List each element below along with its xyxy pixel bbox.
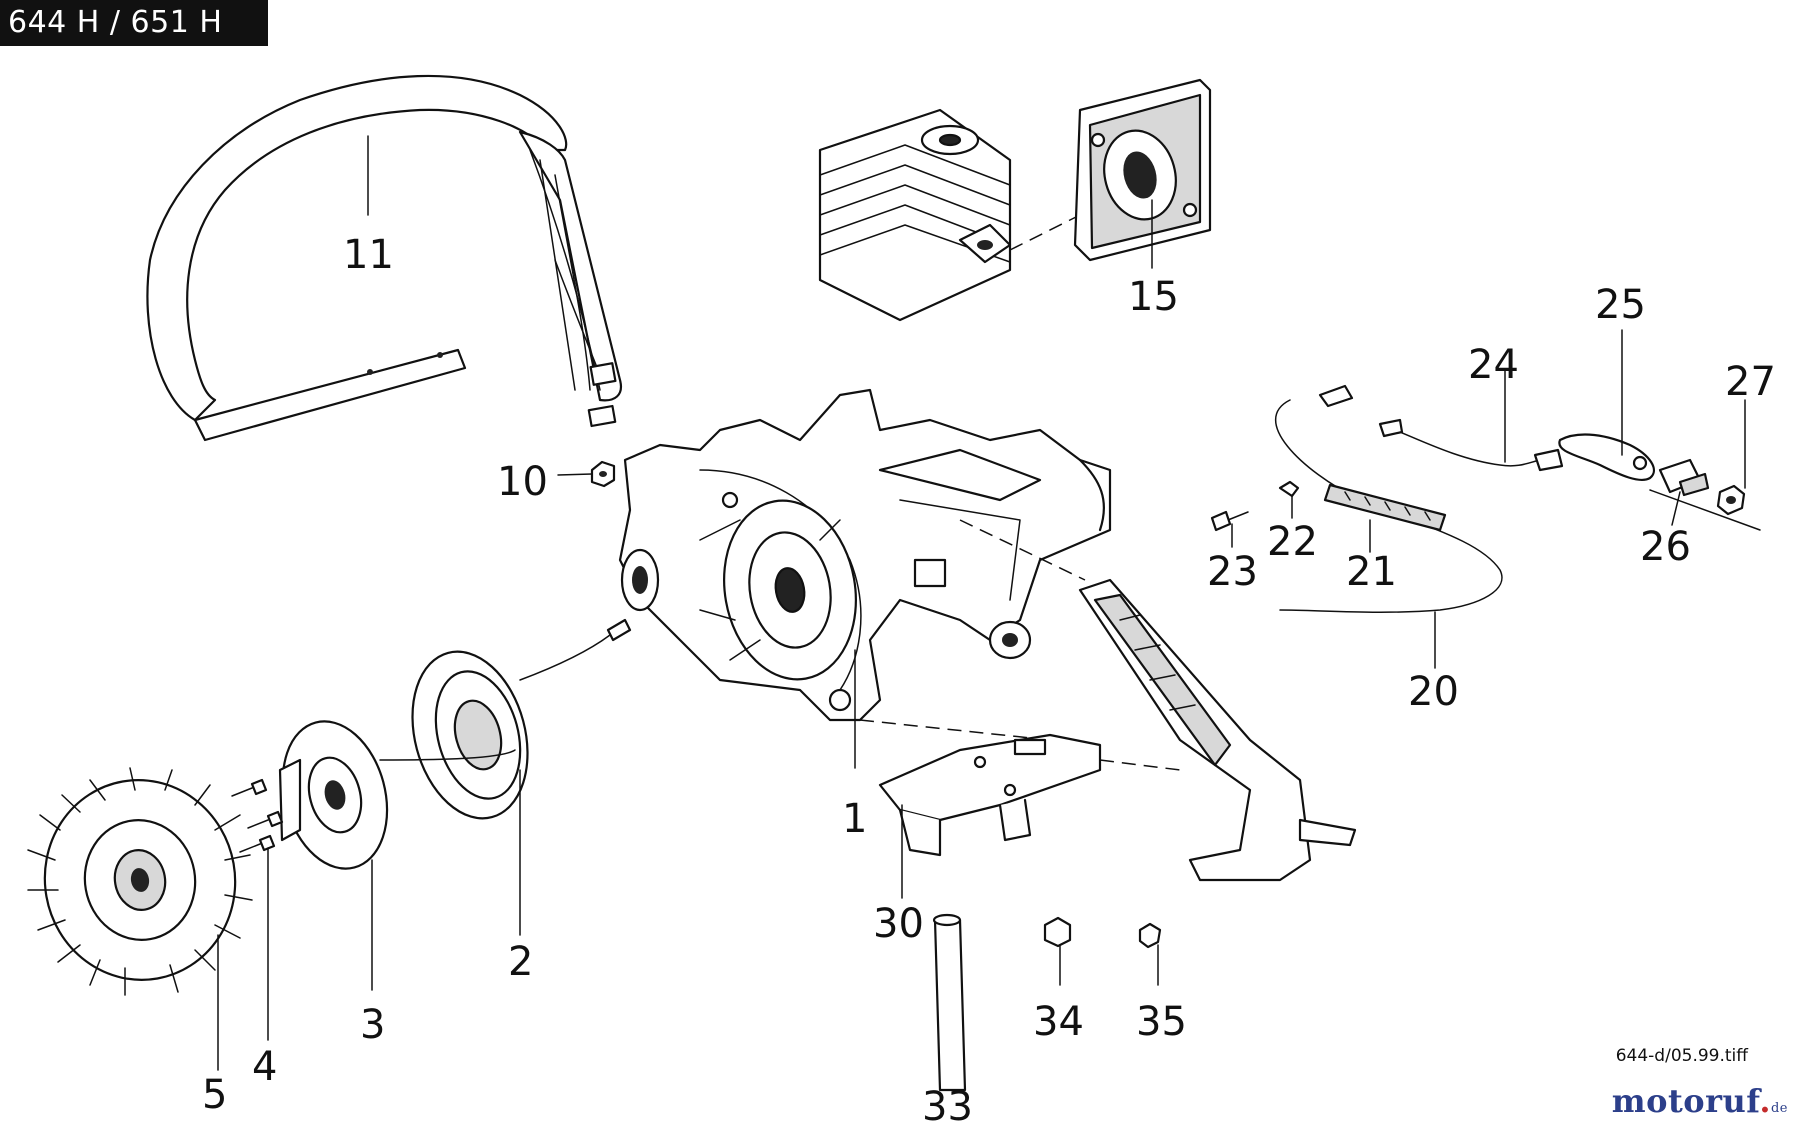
logo-dot: .	[1759, 1082, 1771, 1120]
nut-35-drawing	[1138, 922, 1162, 949]
plate-21-drawing	[1323, 483, 1447, 532]
flywheel-magnet-drawing	[278, 720, 389, 870]
callout-35: 35	[1136, 999, 1187, 1045]
callout-23: 23	[1207, 549, 1258, 595]
callout-10: 10	[497, 459, 548, 505]
logo-tld: de	[1770, 1101, 1788, 1116]
callout-11: 11	[343, 232, 394, 278]
wire-20-drawing	[1275, 384, 1503, 613]
washer-22-drawing	[1278, 480, 1300, 498]
screw-23-drawing	[1210, 510, 1249, 532]
cable-24-drawing	[1378, 418, 1564, 472]
pin-33-drawing	[932, 913, 967, 1092]
cylinder-drawing	[818, 78, 1212, 322]
screws-4-drawing	[231, 778, 284, 853]
callout-27: 27	[1725, 359, 1776, 405]
nut-27-drawing	[1716, 484, 1746, 516]
callout-labels: 11 15 10 1 2 3 4 5 30 33 34 35 20 21 22 …	[202, 232, 1776, 1130]
callout-25: 25	[1595, 282, 1646, 328]
logo-main: motoruf	[1611, 1082, 1760, 1120]
callout-34: 34	[1033, 999, 1084, 1045]
model-badge: 644 H / 651 H	[0, 0, 268, 46]
ignition-coil-drawing	[379, 618, 632, 820]
file-reference: 644-d/05.99.tiff	[1615, 1046, 1748, 1066]
brand-logo: motoruf.de	[1612, 1082, 1788, 1120]
callout-33: 33	[922, 1084, 973, 1130]
handlebar-drawing	[146, 74, 623, 442]
callout-21: 21	[1346, 549, 1397, 595]
callout-24: 24	[1468, 342, 1519, 388]
callout-22: 22	[1267, 519, 1318, 565]
callout-15: 15	[1128, 274, 1179, 320]
nut-10-drawing	[590, 460, 616, 488]
crankcase-drawing	[618, 388, 1112, 741]
callout-2: 2	[508, 939, 533, 985]
callout-1: 1	[842, 796, 867, 842]
switch-26-drawing	[1649, 458, 1761, 531]
lever-25-drawing	[1558, 433, 1655, 482]
nut-34-drawing	[1043, 916, 1072, 948]
leader-lines	[217, 135, 1746, 1071]
callout-30: 30	[873, 901, 924, 947]
callout-26: 26	[1640, 524, 1691, 570]
rear-handle-drawing	[1078, 578, 1357, 882]
callout-3: 3	[360, 1002, 385, 1048]
flywheel-fan-drawing	[27, 767, 253, 996]
callout-4: 4	[252, 1044, 277, 1090]
callout-20: 20	[1408, 669, 1459, 715]
callout-5: 5	[202, 1072, 227, 1118]
bracket-30-drawing	[878, 733, 1102, 857]
